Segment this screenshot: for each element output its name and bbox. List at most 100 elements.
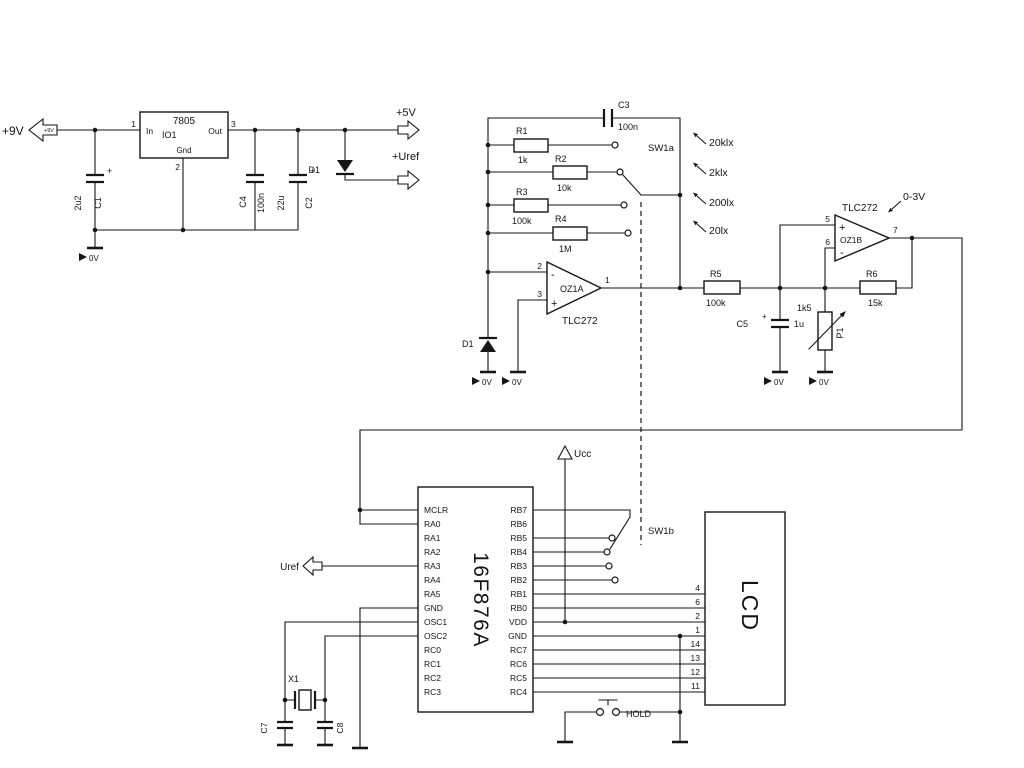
junction-dot xyxy=(357,507,363,513)
r4-value-label: 1M xyxy=(559,244,572,254)
power-wires xyxy=(54,129,399,249)
junction-dot xyxy=(92,127,98,133)
r5-body xyxy=(703,280,741,295)
power-ground-flag-icon xyxy=(79,253,87,261)
pic-pin-label: MCLR xyxy=(424,505,448,515)
pic-pin-label: RC2 xyxy=(424,673,441,683)
range-label: 20klx xyxy=(709,137,734,149)
mcu-part-label: 16F876A xyxy=(469,552,492,648)
opamp-b-pin-noninv-number: 5 xyxy=(825,214,830,224)
r1-value-label: 1k xyxy=(518,155,528,165)
lcd-pin-number: 1 xyxy=(695,625,700,635)
opamp-b-pin-inv-number: 6 xyxy=(825,237,830,247)
lcd-pin-number: 4 xyxy=(695,583,700,593)
pic-pin-label: RC1 xyxy=(424,659,441,669)
ground-label: 0V xyxy=(512,378,522,387)
junction-dot xyxy=(909,235,915,241)
c3-ref-label: C3 xyxy=(618,100,630,110)
c2-value-label: 22u xyxy=(276,195,286,210)
c3-value-label: 100n xyxy=(618,122,638,132)
pic-pin-label: OSC1 xyxy=(424,617,447,627)
uref-label: Uref xyxy=(280,562,299,573)
pic-pin-label: RB7 xyxy=(510,505,527,515)
switch-contact xyxy=(603,548,611,556)
c5-ref-label: C5 xyxy=(736,319,748,329)
opamp-a-pin-noninv-number: 3 xyxy=(537,289,542,299)
c2-plus-mark: + xyxy=(310,166,315,176)
d1-diode-icon xyxy=(337,160,353,172)
hold-label: HOLD xyxy=(626,709,652,719)
digital-wires xyxy=(284,458,706,749)
opamp-a-minus-mark: - xyxy=(551,269,555,281)
opamp-b-pin-out-number: 7 xyxy=(893,225,898,235)
regulator-pin-in-label: In xyxy=(146,126,153,136)
range-arrow-icon xyxy=(692,161,707,175)
ground-label: 0V xyxy=(774,378,784,387)
pic-pin-label: RA4 xyxy=(424,575,441,585)
junction-dot xyxy=(485,202,491,208)
regulator-pin1-number: 1 xyxy=(131,119,136,129)
pic-pin-label: RA1 xyxy=(424,533,441,543)
junction-dot xyxy=(485,230,491,236)
c4-plates xyxy=(246,173,264,184)
regulator-7805-body xyxy=(139,111,229,159)
c3-plates xyxy=(602,109,614,127)
pic-pin-label: RB4 xyxy=(510,547,527,557)
plus5v-arrow-icon xyxy=(397,119,420,141)
junction-dot xyxy=(677,285,683,291)
pic-pin-label: RB2 xyxy=(510,575,527,585)
switch-contact xyxy=(624,229,632,237)
vin-arrow-icon xyxy=(28,117,58,143)
r4-ref-label: R4 xyxy=(555,214,567,224)
lcd-pin-number: 6 xyxy=(695,597,700,607)
digital-junction-dots xyxy=(282,507,683,715)
c2-plates xyxy=(289,173,307,184)
junction-dot xyxy=(252,127,258,133)
junction-dot xyxy=(677,709,683,715)
pic-pin-label: RB0 xyxy=(510,603,527,613)
switch-contact xyxy=(616,168,624,176)
junction-dot xyxy=(485,142,491,148)
pic-pin-label: RA2 xyxy=(424,547,441,557)
junction-dot xyxy=(180,227,186,233)
c8-plates xyxy=(317,720,333,730)
pic-pin-label: RC0 xyxy=(424,645,441,655)
regulator-pin3-number: 3 xyxy=(231,119,236,129)
regulator-pin-out-label: Out xyxy=(208,126,222,136)
p1-ref-label: P1 xyxy=(835,327,845,338)
pic-pin-label: RB3 xyxy=(510,561,527,571)
c4-ref-label: C4 xyxy=(238,196,248,208)
opamp-b-minus-mark: - xyxy=(840,247,844,259)
mcu-body xyxy=(417,486,534,713)
r1-ref-label: R1 xyxy=(516,126,528,136)
button-contact xyxy=(611,707,621,717)
x1-ref-label: X1 xyxy=(288,674,299,684)
range-label: 2klx xyxy=(709,167,728,179)
power-supply-section: +9V +9V 7805 IO1 In Out Gnd 1 3 2 2u2 C1… xyxy=(2,107,420,263)
c1-value-label: 2u2 xyxy=(73,195,83,210)
pic-pin-label: RA0 xyxy=(424,519,441,529)
c8-ref-label: C8 xyxy=(335,722,345,733)
junction-dot xyxy=(485,169,491,175)
uref-out-arrow-icon xyxy=(397,169,420,191)
range-arrow-icon xyxy=(692,191,707,205)
photodiode-icon xyxy=(480,340,496,352)
lcd-pin-numbers: 4 6 2 1 14 13 12 11 xyxy=(691,583,701,691)
pic-pin-label: RC4 xyxy=(510,687,527,697)
r2-body xyxy=(552,165,588,180)
analog-grounds: 0V 0V 0V 0V xyxy=(472,370,833,387)
opamp-b-part-label: TLC272 xyxy=(842,203,878,214)
pic-pin-label: RC5 xyxy=(510,673,527,683)
ucc-label: Ucc xyxy=(574,449,591,460)
pic-pin-label: RC7 xyxy=(510,645,527,655)
p1-value-label: 1k5 xyxy=(797,303,812,313)
analog-wires xyxy=(359,117,963,525)
opamp-b-ref-label: OZ1B xyxy=(840,235,863,245)
r3-body xyxy=(513,198,549,213)
opamp-a-pin-inv-number: 2 xyxy=(537,261,542,271)
c1-plus-mark: + xyxy=(107,166,112,176)
mcu-section: 16F876A MCLR RA0 RA1 RA2 RA3 RA4 RA5 GND… xyxy=(259,444,706,750)
range-arrow-icon xyxy=(692,219,707,233)
button-actuator xyxy=(598,699,618,706)
